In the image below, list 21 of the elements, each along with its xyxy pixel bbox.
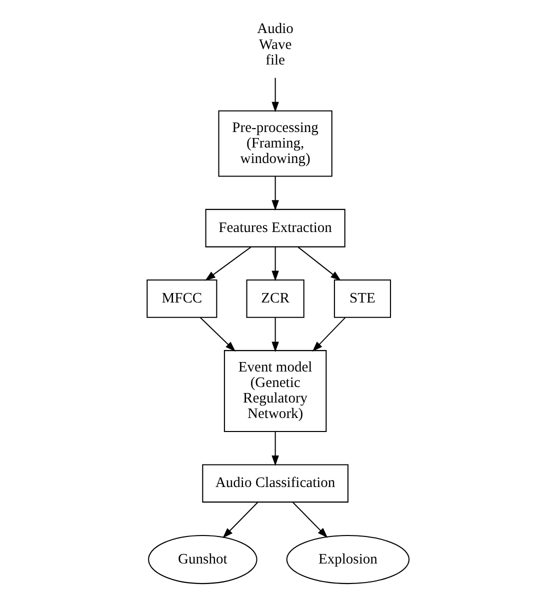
arrow bbox=[222, 502, 258, 538]
arrow bbox=[200, 317, 236, 352]
arrow bbox=[312, 317, 346, 352]
node-box: ZCR bbox=[246, 280, 304, 318]
node-ellipse: Explosion bbox=[286, 534, 410, 584]
node-box: Audio Classification bbox=[202, 464, 348, 503]
arrow bbox=[205, 246, 252, 281]
node-box: MFCC bbox=[146, 280, 218, 318]
arrow bbox=[292, 502, 328, 538]
arrow bbox=[272, 176, 279, 211]
arrow bbox=[272, 78, 279, 112]
node-box: Features Extraction bbox=[205, 208, 346, 248]
node-ellipse: Gunshot bbox=[148, 534, 258, 584]
node-box: STE bbox=[334, 280, 391, 318]
node-box: Pre-processing (Framing, windowing) bbox=[218, 110, 332, 177]
arrow bbox=[272, 247, 279, 282]
node-box: Event model (Genetic Regulatory Network) bbox=[224, 350, 327, 432]
arrow bbox=[272, 432, 279, 466]
arrow bbox=[272, 318, 279, 352]
node-text: Audio Wave file bbox=[257, 21, 294, 68]
arrow bbox=[298, 246, 341, 281]
